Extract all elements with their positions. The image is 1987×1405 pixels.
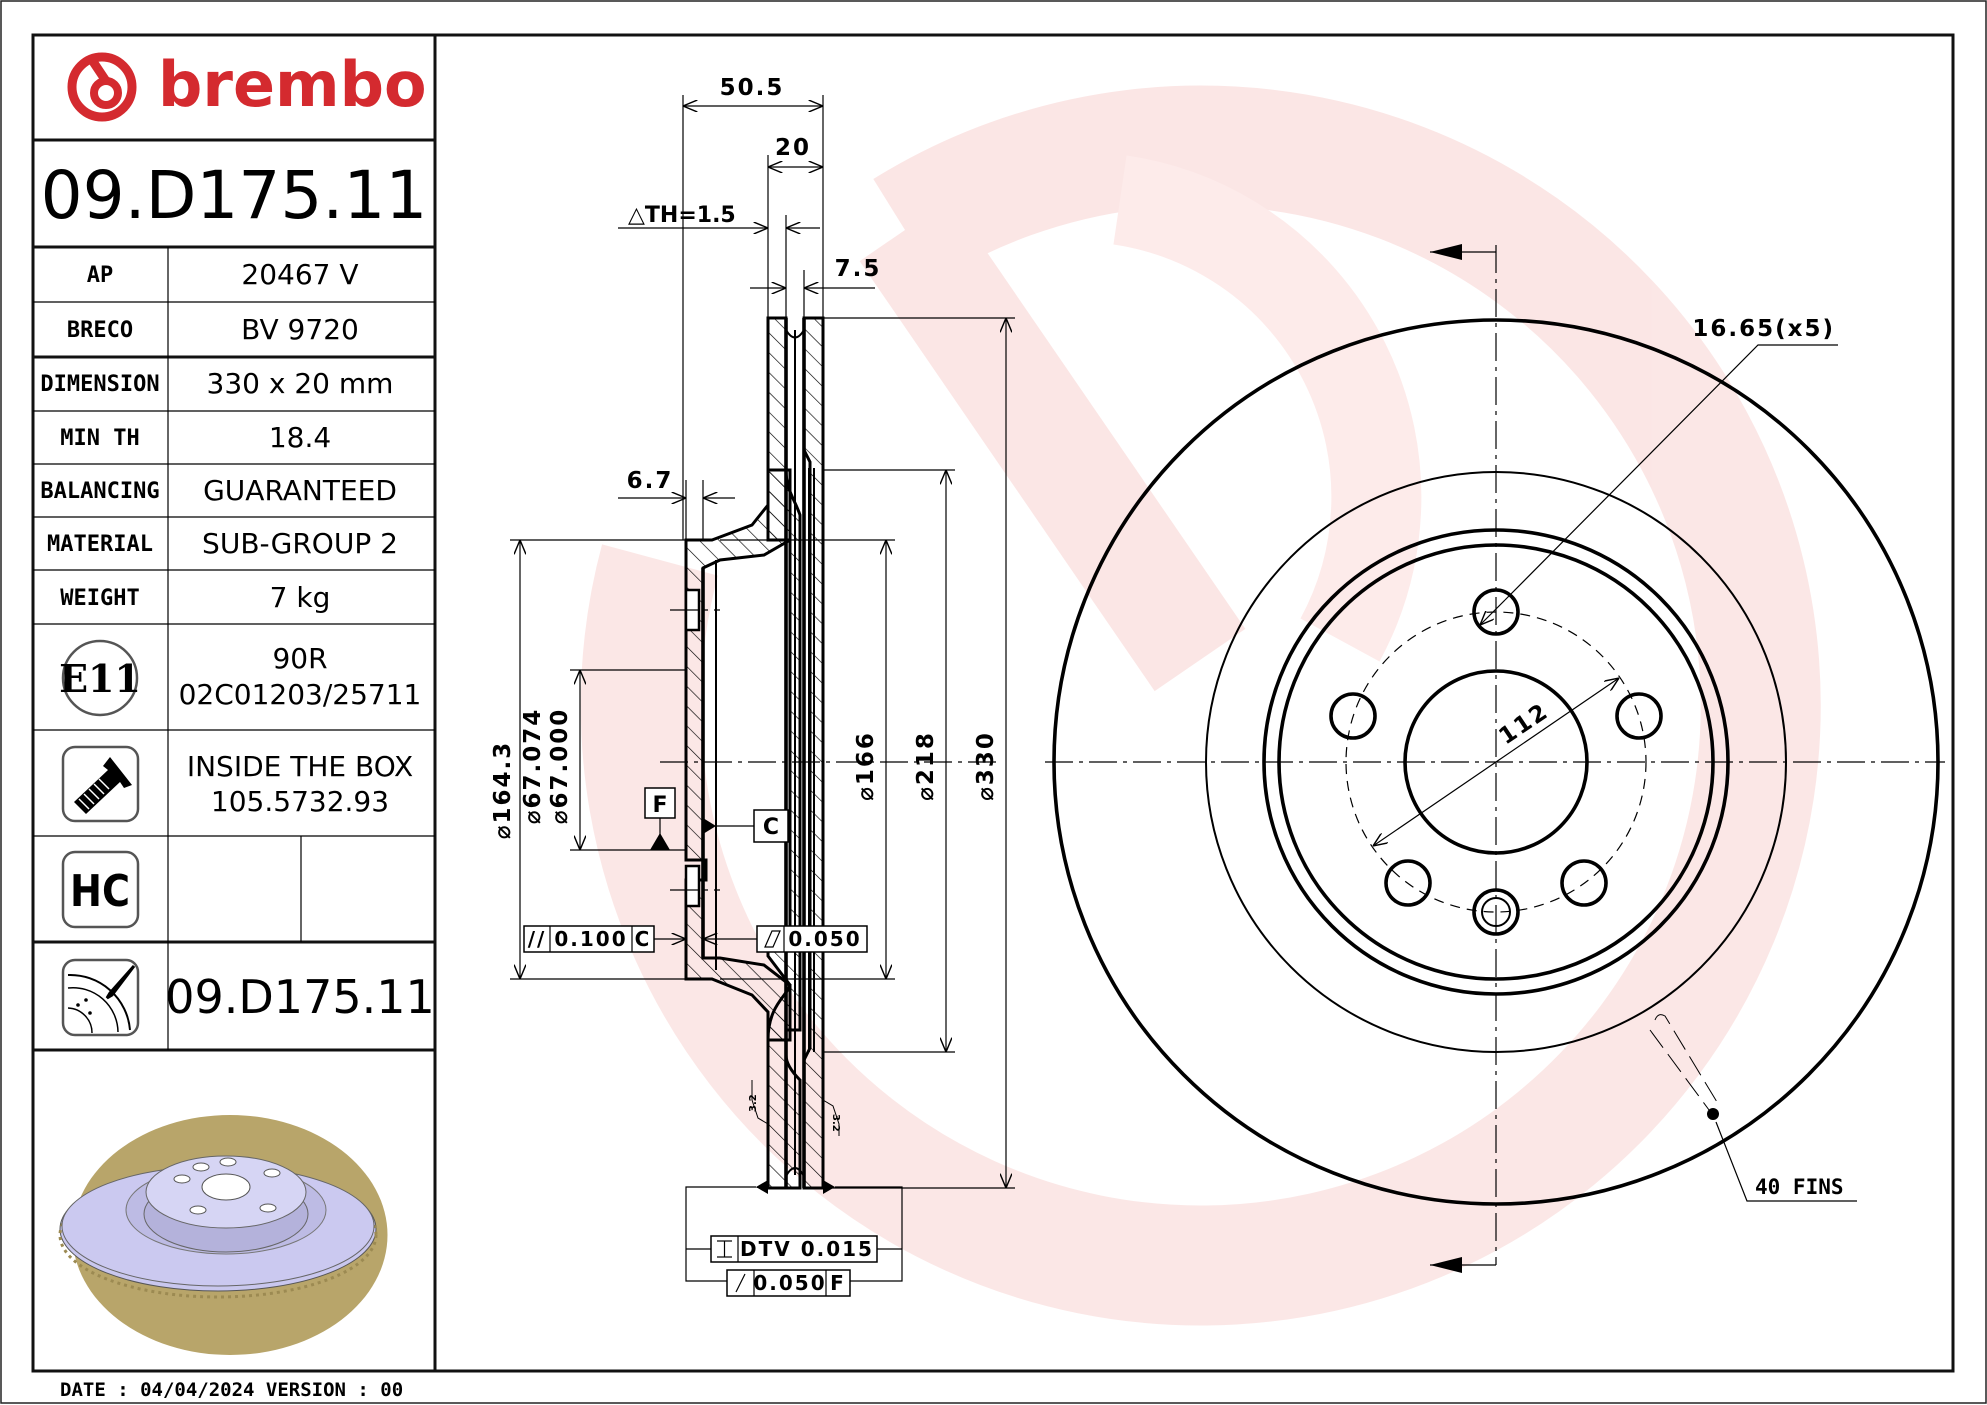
e11-approval-icon: E11 xyxy=(59,639,141,717)
datum-f-triangle-icon xyxy=(650,833,670,850)
svg-text:HC: HC xyxy=(70,866,130,917)
svg-text:DTV 0.015: DTV 0.015 xyxy=(740,1237,874,1261)
title-block xyxy=(33,35,437,1371)
marking-part-number: 09.D175.11 xyxy=(165,970,435,1024)
dim-overall-width: 50.5 xyxy=(720,75,785,101)
svg-text:C: C xyxy=(635,927,652,951)
section-view: 50.5 20 △TH=1.5 7.5 6.7 ⌀164.3 ⌀67.074 ⌀… xyxy=(490,75,1015,1297)
dim-dia-330: ⌀330 xyxy=(973,731,999,801)
section-arrow-bottom-icon xyxy=(1430,1257,1462,1273)
parallelism-tolerance-frame: // 0.100 C xyxy=(523,925,686,953)
date-version: DATE : 04/04/2024 VERSION : 00 xyxy=(60,1379,403,1401)
runout-icon xyxy=(735,1273,746,1293)
spec-label-balancing: BALANCING xyxy=(40,479,159,504)
part-number: 09.D175.11 xyxy=(41,157,428,234)
disc-outer-edge xyxy=(1052,318,1940,1206)
dim-dia-bore-min: ⌀67.000 xyxy=(547,708,573,825)
datum-f-label: F xyxy=(652,793,667,818)
hardware-line1: INSIDE THE BOX xyxy=(187,750,413,783)
spec-label-weight: WEIGHT xyxy=(60,586,139,611)
brembo-logo-icon xyxy=(67,52,137,122)
spec-label-ap: AP xyxy=(87,263,114,288)
screw-icon xyxy=(61,745,140,823)
spec-value-weight: 7 kg xyxy=(270,581,331,614)
dim-dia-218: ⌀218 xyxy=(913,731,939,801)
datum-c-label: C xyxy=(763,815,779,840)
svg-text:F: F xyxy=(830,1271,846,1295)
svg-text:0.100: 0.100 xyxy=(554,927,627,951)
drawing-frame xyxy=(31,33,1955,1373)
section-arrow-top-icon xyxy=(1430,244,1462,260)
dtv-tolerance-frame: DTV 0.015 xyxy=(710,1235,878,1263)
dim-dia-166: ⌀166 xyxy=(853,731,879,801)
runout-tolerance-frame: 0.050 F xyxy=(690,1269,851,1297)
thickness-variation-icon xyxy=(717,1240,732,1258)
dim-hat-wall: 6.7 xyxy=(627,468,674,494)
brembo-watermark-icon xyxy=(580,85,1821,1326)
bolt-hole-dim: 16.65(x5) xyxy=(1692,316,1835,342)
roughness-symbol-left: 3.2 xyxy=(748,1080,769,1125)
hardware-part-number: 105.5732.93 xyxy=(211,785,389,818)
dim-dia-bore-max: ⌀67.074 xyxy=(520,708,546,825)
brembo-logo: brembo xyxy=(67,48,427,122)
fins-label: 40 FINS xyxy=(1755,1175,1844,1199)
flatness-tolerance-frame: 0.050 xyxy=(703,925,868,953)
spec-value-material: SUB-GROUP 2 xyxy=(202,527,398,560)
roughness-symbol-right: 3.2 xyxy=(822,1099,841,1136)
spec-label-dimension: DIMENSION xyxy=(40,372,159,397)
svg-text:3.2: 3.2 xyxy=(748,1094,759,1112)
datum-c-box xyxy=(753,809,789,843)
parallelism-icon: // xyxy=(528,927,547,951)
spec-label-breco: BRECO xyxy=(67,318,133,343)
spec-table: AP 20467 V BRECO BV 9720 DIMENSION 330 x… xyxy=(40,258,398,614)
spec-value-ap: 20467 V xyxy=(241,258,358,291)
friction-inner-edge xyxy=(1205,471,1787,1053)
disc-3d-render xyxy=(58,1115,388,1355)
svg-text:0.050: 0.050 xyxy=(753,1271,826,1295)
spec-value-dimension: 330 x 20 mm xyxy=(207,367,394,400)
cooling-fin xyxy=(1649,1014,1721,1120)
hc-coating-icon: HC xyxy=(61,850,140,929)
dim-delta-th: △TH=1.5 xyxy=(628,203,736,228)
pcd-circle xyxy=(1345,611,1647,913)
dim-dia-hat: ⌀164.3 xyxy=(490,741,516,840)
disc-marking-icon xyxy=(61,958,140,1037)
spec-label-material: MATERIAL xyxy=(47,532,153,557)
front-view: 16.65(x5) 112 40 FINS xyxy=(1045,244,1945,1273)
approval-number: 02C01203/25711 xyxy=(179,678,422,711)
dim-thickness: 20 xyxy=(775,135,811,161)
datum-c-triangle-icon xyxy=(703,818,716,834)
brand-name: brembo xyxy=(158,48,427,121)
svg-text:E11: E11 xyxy=(59,656,141,701)
svg-text:3.2: 3.2 xyxy=(830,1114,841,1132)
dim-vane-offset: 7.5 xyxy=(835,256,882,282)
spec-value-breco: BV 9720 xyxy=(241,313,359,346)
spec-value-min-th: 18.4 xyxy=(269,421,331,454)
flatness-icon xyxy=(764,930,781,948)
svg-text:0.050: 0.050 xyxy=(788,927,861,951)
approval-line1: 90R xyxy=(272,642,327,675)
spec-label-min-th: MIN TH xyxy=(60,426,139,451)
spec-value-balancing: GUARANTEED xyxy=(203,474,397,507)
